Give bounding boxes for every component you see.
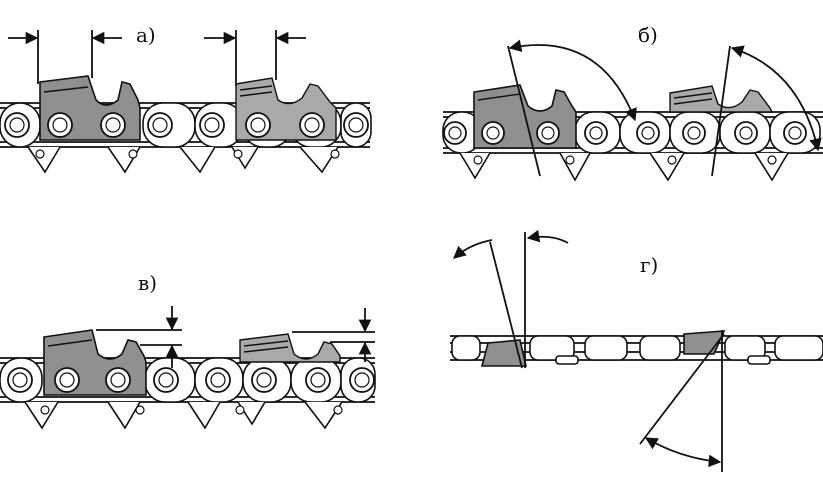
dimension-arrows-a (8, 30, 306, 86)
cutter-top-1 (480, 339, 528, 367)
label-b: б) (638, 23, 658, 47)
height-arrows-v (96, 306, 375, 368)
chain-top-view-g (450, 330, 823, 367)
chain-strip-b (442, 84, 823, 182)
cutter-tooth (239, 333, 341, 363)
angle-lines-g (453, 229, 725, 472)
label-a: а) (136, 23, 156, 47)
panel-b: б) (442, 23, 823, 182)
angle-arcs-b (507, 39, 822, 177)
panel-v: в) (0, 271, 376, 430)
chain-strip-a (0, 75, 372, 174)
chain-strip-v (0, 329, 376, 430)
panel-a: а) (0, 23, 372, 174)
label-v: в) (138, 271, 157, 295)
label-g: г) (640, 253, 658, 277)
panel-g: г) (450, 229, 823, 472)
